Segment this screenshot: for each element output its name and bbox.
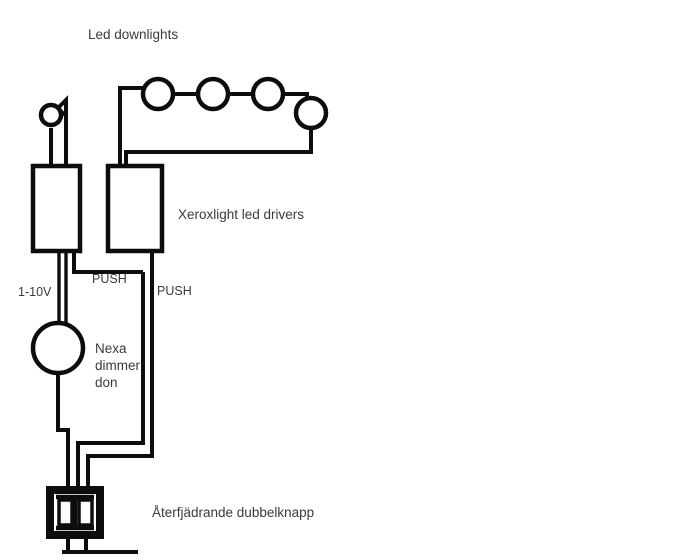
wire-dimmer-to-switch (56, 373, 70, 490)
led-driver-right (105, 163, 165, 254)
diagram-labels: Led downlights Xeroxlight led drivers 1-… (18, 27, 314, 520)
antenna-arm (57, 95, 68, 166)
label-led-downlights: Led downlights (88, 27, 178, 42)
rotary-dimmer-icon (30, 320, 86, 376)
double-pushbutton-icon (46, 486, 138, 554)
dimmer-knob-circle (30, 320, 86, 376)
label-push-right: PUSH (157, 284, 192, 298)
label-dimmer-line3: don (95, 375, 118, 390)
downlights-group (140, 76, 329, 131)
wire-push-right-down-to-switch (86, 251, 154, 490)
dimmer-to-switch-wiring (56, 373, 70, 490)
label-led-drivers: Xeroxlight led drivers (178, 207, 304, 222)
lamp-circle-icon-3 (250, 76, 286, 112)
antenna-ball (38, 102, 64, 128)
driver-output-wiring (57, 251, 154, 490)
wire-push-left-loop (72, 251, 143, 274)
lamp-circle-icon-2 (195, 76, 231, 112)
driver-boxes-group (30, 163, 165, 254)
switch-button-left[interactable] (57, 498, 74, 527)
wire-push-left-down-to-switch (76, 272, 145, 490)
led-driver-left (30, 163, 83, 254)
wire-lamp4-return (124, 128, 313, 166)
antenna-triangle-edge (56, 106, 68, 118)
label-dimmer-line2: dimmer (95, 358, 141, 373)
downlight-chain-wiring (118, 86, 313, 166)
label-1-10v: 1-10V (18, 285, 52, 299)
switch-button-right[interactable] (77, 498, 94, 527)
label-bottom-switch: Återfjädrande dubbelknapp (152, 505, 314, 520)
lamp-circle-icon-1 (140, 76, 176, 112)
wire-driver-to-lamp1 (118, 86, 143, 166)
antenna-icon (38, 95, 68, 166)
label-push-left: PUSH (92, 272, 127, 286)
lamp-circle-icon-4 (293, 95, 329, 131)
label-dimmer-line1: Nexa (95, 341, 127, 356)
